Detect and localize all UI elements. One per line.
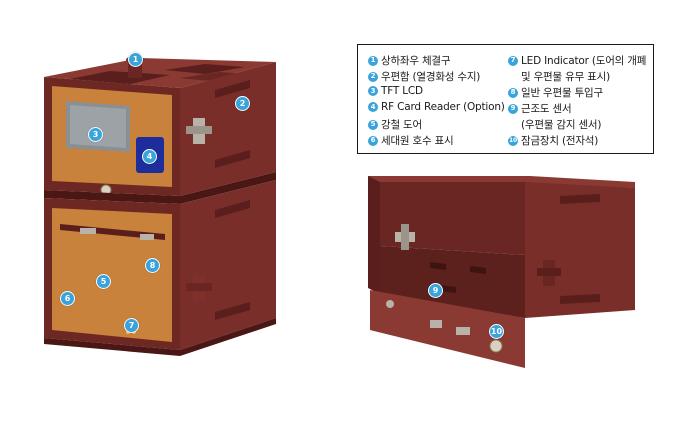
inner-clamp	[401, 224, 409, 250]
legend-badge: 6	[368, 135, 378, 146]
legend-badge: 10	[508, 135, 518, 146]
callout-2: 2	[235, 96, 250, 111]
callout-1: 1	[128, 52, 143, 67]
legend-box: 1 상하좌우 체결구 2 우편함 (열경화성 수지) 3 TFT LCD 4 R…	[357, 44, 654, 154]
top-unit-right-side	[180, 62, 276, 196]
legend-badge: 9	[508, 103, 518, 114]
legend-badge: 1	[368, 55, 378, 66]
callout-8: 8	[145, 258, 160, 273]
callout-9: 9	[428, 283, 443, 298]
top-face-slot	[70, 71, 170, 84]
legend-item-2: 2 우편함 (열경화성 수지)	[368, 69, 480, 84]
bottom-unit-right-side	[180, 180, 276, 350]
legend-item-8: 8 일반 우편물 투입구	[508, 85, 603, 100]
bottom-shadow	[44, 318, 276, 356]
lock-magnet	[489, 339, 503, 353]
callout-5: 5	[96, 274, 111, 289]
legend-item-10: 10 잠금장치 (전자석)	[508, 133, 598, 148]
side-slot	[560, 194, 600, 204]
legend-item-7: 7 LED Indicator (도어의 개폐	[508, 53, 646, 68]
plate-component	[430, 320, 442, 328]
side-clamp	[186, 126, 212, 134]
callout-3: 3	[88, 127, 103, 142]
side-slot	[560, 294, 600, 304]
plate-component	[456, 327, 470, 335]
front-bottom-plate	[370, 290, 525, 368]
callout-10: 10	[489, 324, 504, 339]
legend-text: 잠금장치 (전자석)	[521, 135, 599, 147]
legend-badge: 7	[508, 55, 518, 66]
legend-badge: 4	[368, 102, 378, 112]
legend-text: 강철 도어	[381, 119, 422, 131]
side-slot	[215, 80, 250, 98]
mail-slot-flap	[140, 234, 154, 240]
legend-badge: 3	[368, 86, 378, 96]
legend-text: 일반 우편물 투입구	[521, 87, 603, 99]
legend-text: 상하좌우 체결구	[381, 55, 451, 67]
callout-6: 6	[60, 291, 75, 306]
legend-item-4: 4 RF Card Reader (Option)	[368, 101, 505, 113]
legend-item-7-cont: 및 우편물 유무 표시)	[521, 71, 610, 83]
mail-slot-flap	[80, 228, 96, 234]
legend-badge: 5	[368, 119, 378, 130]
top-face-slot	[165, 64, 245, 74]
unit-gap	[44, 172, 276, 204]
side-slot	[215, 302, 250, 320]
box-left-wall	[368, 176, 380, 294]
legend-item-6: 6 세대원 호수 표시	[368, 133, 454, 148]
side-slot	[215, 150, 250, 168]
legend-item-1: 1 상하좌우 체결구	[368, 53, 451, 68]
callout-4: 4	[142, 149, 157, 164]
floor-hole	[440, 285, 456, 293]
legend-text: 세대원 호수 표시	[381, 135, 454, 147]
legend-item-5: 5 강철 도어	[368, 117, 422, 132]
tft-lcd-inner	[70, 105, 126, 148]
legend-text: LED Indicator (도어의 개폐	[521, 55, 647, 67]
side-slot	[215, 200, 250, 218]
legend-text: TFT LCD	[381, 85, 423, 97]
box-back-wall	[380, 182, 525, 255]
side-clamp	[537, 268, 561, 276]
legend-text: 근조도 센서	[521, 103, 572, 115]
callout-7: 7	[124, 318, 139, 333]
legend-text: 우편함 (열경화성 수지)	[381, 71, 481, 83]
legend-item-9: 9 근조도 센서	[508, 101, 572, 116]
legend-text: RF Card Reader (Option)	[381, 101, 505, 113]
legend-item-9-cont: (우편물 감지 센서)	[521, 119, 602, 131]
floor-hole	[430, 262, 446, 270]
bottom-steel-door	[52, 208, 172, 342]
side-clamp	[186, 283, 212, 291]
floor-hole	[470, 266, 486, 274]
legend-item-3: 3 TFT LCD	[368, 85, 423, 97]
plate-screw	[386, 300, 394, 308]
legend-badge: 2	[368, 71, 378, 82]
legend-badge: 8	[508, 87, 518, 98]
